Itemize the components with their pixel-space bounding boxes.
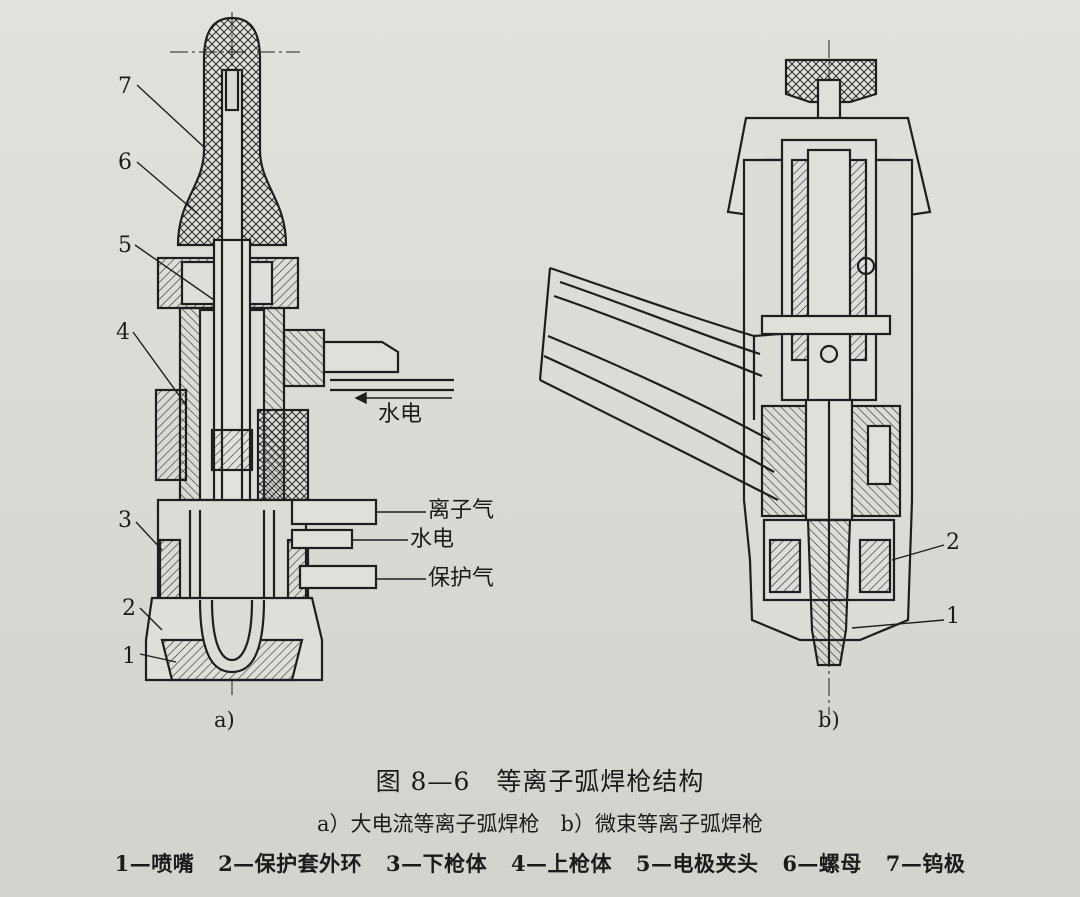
- legend-item-1: 1—喷嘴: [114, 851, 195, 876]
- callout-a-5: 5: [118, 233, 132, 258]
- legend-item-4: 4—上枪体: [510, 851, 613, 876]
- panel-a-label: a): [214, 708, 235, 732]
- callout-a-1: 1: [122, 644, 136, 669]
- figure-subtitle: a）大电流等离子弧焊枪 b）微束等离子弧焊枪: [317, 812, 763, 836]
- figure-title: 图 8—6 等离子弧焊枪结构: [375, 767, 705, 796]
- flow-water-power-in: 水电: [378, 402, 423, 427]
- callout-a-7: 7: [118, 74, 132, 99]
- callout-b-1: 1: [946, 604, 960, 629]
- torch-b-leaders: [851, 544, 945, 629]
- flow-water-power: 水电: [410, 527, 455, 552]
- figure-legend: 1—喷嘴 2—保护套外环 3—下枪体 4—上枪体 5—电极夹头 6—螺母 7—钨…: [0, 848, 1080, 878]
- legend-item-5: 5—电极夹头: [635, 851, 759, 876]
- callout-a-3: 3: [118, 508, 132, 533]
- panel-b-label: b): [818, 708, 840, 732]
- torch-a-leaders: [132, 84, 452, 663]
- flow-shield-gas: 保护气: [428, 566, 495, 591]
- callout-a-2: 2: [122, 596, 136, 621]
- legend-item-6: 6—螺母: [782, 851, 862, 876]
- legend-item-2: 2—保护套外环: [218, 851, 363, 876]
- flow-plasma-gas: 离子气: [428, 498, 495, 523]
- callout-a-6: 6: [118, 150, 132, 175]
- torch-a-drawing: [144, 12, 454, 695]
- callout-b-2: 2: [946, 530, 960, 555]
- torch-b-drawing: [538, 40, 932, 715]
- legend-item-3: 3—下枪体: [386, 851, 488, 876]
- legend-item-7: 7—钨极: [885, 851, 966, 876]
- callout-a-4: 4: [116, 320, 130, 345]
